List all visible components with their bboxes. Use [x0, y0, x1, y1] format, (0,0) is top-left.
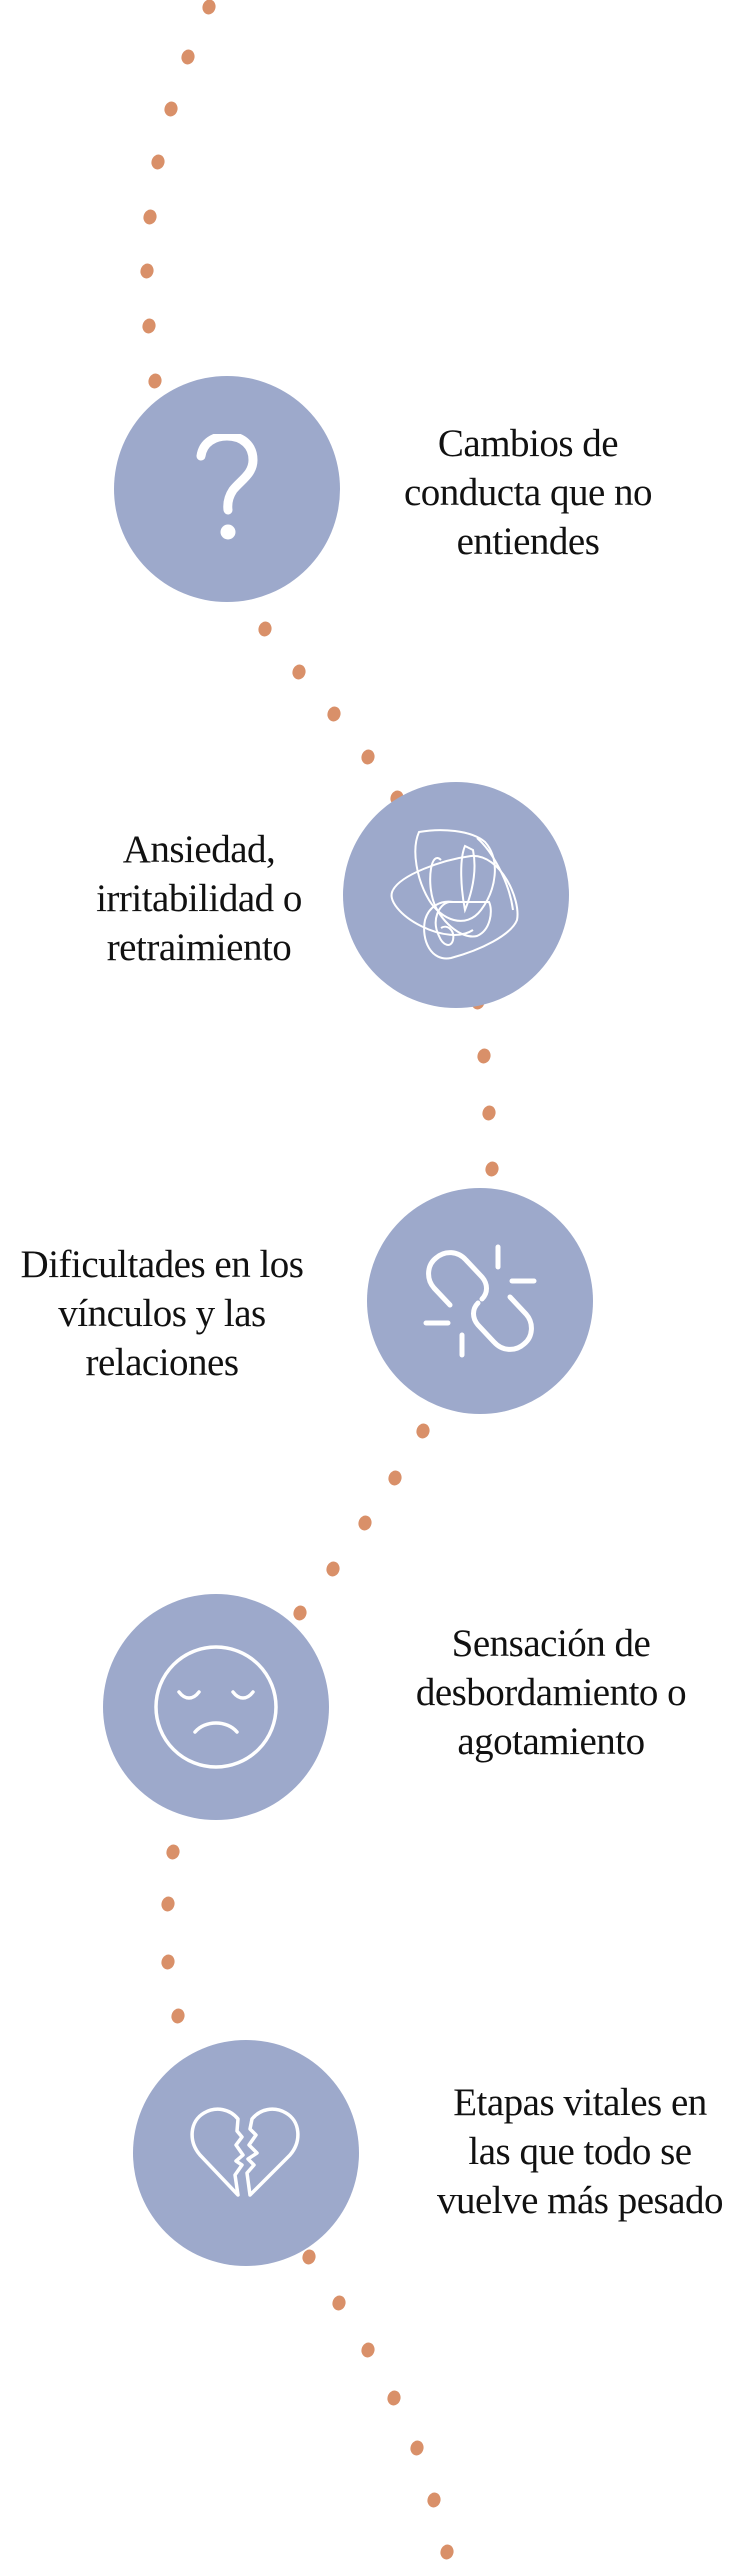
label-line: relaciones — [85, 1341, 239, 1384]
path-dot — [385, 2389, 403, 2407]
item-label: Sensación de desbordamiento o agotamient… — [415, 1619, 687, 1766]
circle-sad-face — [103, 1594, 329, 1820]
path-dot — [480, 1104, 498, 1122]
path-dot — [386, 1469, 404, 1487]
path-dot — [169, 2007, 187, 2025]
label-line: las que todo se — [468, 2130, 692, 2173]
path-dot — [438, 2543, 456, 2561]
path-dot — [475, 1047, 493, 1065]
path-dot — [256, 620, 274, 638]
item-label: Ansiedad, irritabilidad o retraimiento — [96, 825, 302, 972]
label-line: vínculos y las — [58, 1292, 266, 1335]
item-label: Cambios de conducta que no entiendes — [403, 419, 653, 566]
path-dot — [408, 2439, 426, 2457]
path-dot — [325, 705, 343, 723]
path-dot — [162, 100, 180, 118]
path-dot — [356, 1514, 374, 1532]
path-dot — [179, 48, 197, 66]
broken-heart-icon — [190, 2107, 300, 2197]
item-label: Dificultades en los vínculos y las relac… — [21, 1240, 304, 1387]
path-dot — [159, 1895, 177, 1913]
path-dot — [483, 1160, 501, 1178]
path-dot — [300, 2248, 318, 2266]
label-line: irritabilidad o — [96, 877, 302, 920]
path-dot — [414, 1422, 432, 1440]
label-line: Etapas vitales en — [453, 2081, 707, 2124]
label-line: conducta que no — [403, 471, 653, 514]
label-line: desbordamiento o — [415, 1671, 687, 1714]
path-dot — [359, 748, 377, 766]
label-line: retraimiento — [106, 926, 292, 969]
path-dot — [359, 2341, 377, 2359]
label-line: Sensación de — [451, 1622, 651, 1665]
sad-face-icon — [154, 1645, 278, 1769]
circle-question — [114, 376, 340, 602]
label-line: entiendes — [456, 520, 600, 563]
path-dot — [141, 208, 159, 226]
path-dot — [159, 1953, 177, 1971]
label-line: Ansiedad, — [122, 828, 276, 871]
label-line: Cambios de — [437, 422, 619, 465]
path-dot — [291, 1604, 309, 1622]
path-dot — [164, 1843, 182, 1861]
path-dot — [425, 2491, 443, 2509]
label-line: vuelve más pesado — [436, 2179, 724, 2222]
label-line: agotamiento — [457, 1720, 645, 1763]
scribble-icon — [390, 829, 519, 960]
item-label: Etapas vitales en las que todo se vuelve… — [436, 2078, 724, 2225]
path-dot — [324, 1560, 342, 1578]
circle-broken-link — [367, 1188, 593, 1414]
question-mark-icon — [196, 434, 258, 540]
path-dot — [330, 2294, 348, 2312]
circle-broken-heart — [133, 2040, 359, 2266]
path-dot — [149, 153, 167, 171]
circle-scribble — [343, 782, 569, 1008]
path-dot — [138, 262, 156, 280]
path-dot — [200, 0, 218, 16]
path-dot — [290, 663, 308, 681]
broken-link-icon — [423, 1244, 537, 1358]
path-dot — [140, 317, 158, 335]
label-line: Dificultades en los — [20, 1243, 304, 1286]
path-dot — [146, 372, 164, 390]
